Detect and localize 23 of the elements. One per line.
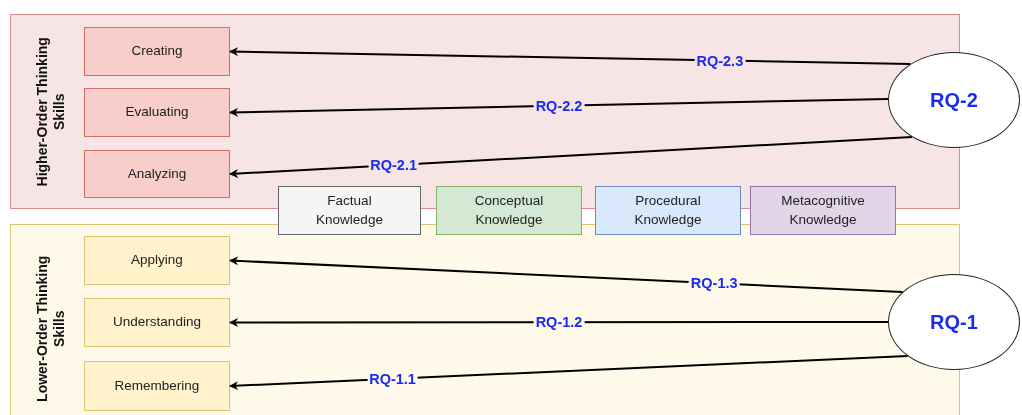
skill-box: Analyzing <box>84 150 230 198</box>
group-title: Lower-Order Thinking Skills <box>34 254 68 404</box>
arrow <box>229 318 889 327</box>
edge-label: RQ-1.2 <box>533 314 585 331</box>
skill-box: Understanding <box>84 298 230 347</box>
arrow <box>229 136 913 179</box>
edge-label: RQ-1.3 <box>688 275 740 292</box>
skill-box: Creating <box>84 27 230 76</box>
skill-box: Applying <box>84 236 230 285</box>
ellipse-node: RQ-1 <box>888 274 1020 370</box>
knowledge-box: Metacognitive Knowledge <box>750 186 896 235</box>
arrow <box>229 47 912 65</box>
knowledge-box: Conceptual Knowledge <box>436 186 582 235</box>
ellipse-node: RQ-2 <box>888 52 1020 148</box>
arrow <box>229 98 889 117</box>
skill-box: Remembering <box>84 361 230 411</box>
group-title: Higher-Order Thinking Skills <box>34 36 68 187</box>
arrow <box>229 256 904 293</box>
knowledge-box: Factual Knowledge <box>278 186 421 235</box>
skill-box: Evaluating <box>84 88 230 137</box>
arrow <box>229 355 909 391</box>
edge-label: RQ-2.1 <box>368 157 420 174</box>
knowledge-box: Procedural Knowledge <box>595 186 741 235</box>
